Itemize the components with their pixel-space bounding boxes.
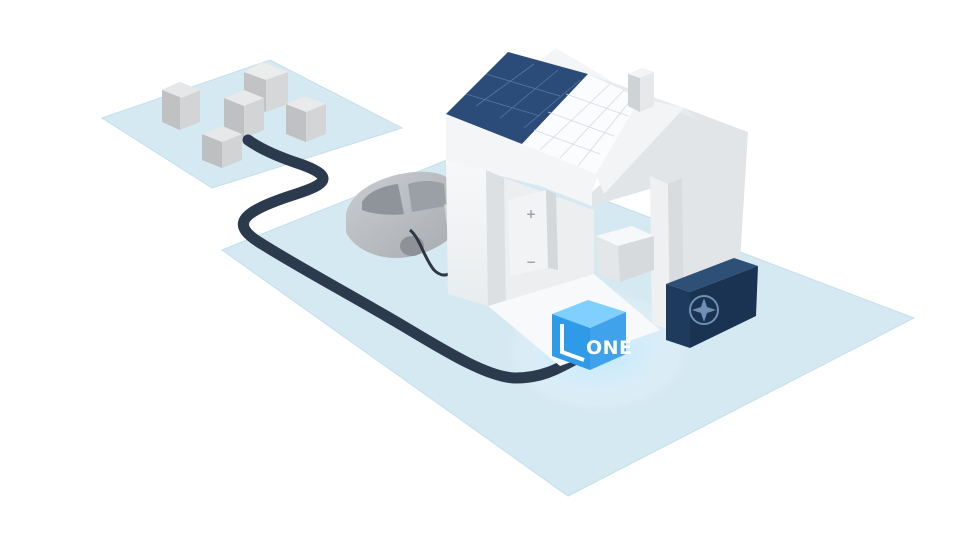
neighbour-house: [202, 126, 242, 168]
heat-pump-side: [690, 266, 758, 348]
grid-cable: [238, 134, 580, 384]
electric-car: [346, 171, 452, 258]
hub-cube-right: [590, 312, 626, 370]
house-left-pillar: [446, 160, 488, 306]
house: + −: [446, 48, 748, 366]
one-hub-icon: ONE: [552, 300, 633, 370]
fan-blades: [692, 298, 716, 322]
fan-icon: [689, 295, 719, 325]
solar-panel-grid: [465, 63, 581, 129]
hub-logo-mark: [560, 324, 585, 362]
hub-cube-top: [552, 300, 626, 328]
neighbour-house: [162, 82, 200, 130]
heat-pump: [666, 258, 758, 348]
chimney: [628, 68, 654, 112]
neighbour-house: [224, 90, 264, 138]
hub-label: ONE: [586, 337, 633, 359]
car-side-window: [408, 181, 446, 212]
car-windshield: [362, 184, 404, 215]
battery-minus-label: −: [526, 255, 536, 269]
neighbourhood-houses: [162, 62, 326, 168]
heat-pump-front: [666, 284, 690, 348]
roof-white-panel-grid: [533, 83, 635, 167]
home-battery: + −: [508, 190, 558, 276]
heat-pump-top: [666, 258, 758, 292]
neighbour-house: [286, 96, 326, 142]
battery-plus-label: +: [526, 207, 536, 221]
kitchen-counter: [596, 226, 654, 282]
house-right-pillar: [650, 176, 670, 330]
